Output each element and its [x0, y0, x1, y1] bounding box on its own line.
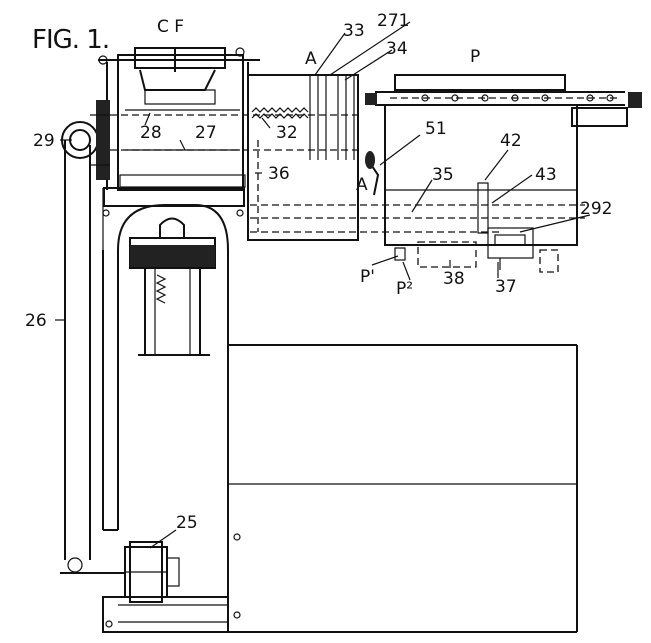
label-26: 26: [25, 311, 47, 331]
label-51: 51: [425, 119, 447, 139]
belt-26: [64, 140, 91, 560]
leader-lines: [55, 21, 591, 549]
label-42: 42: [500, 131, 522, 151]
label-34: 34: [386, 39, 408, 59]
label-43: 43: [535, 165, 557, 185]
press-column: [102, 187, 245, 531]
main-frame: [227, 250, 578, 633]
label-292: 292: [580, 199, 612, 219]
label-35: 35: [432, 165, 454, 185]
label-32: 32: [276, 123, 298, 143]
figure-title: FIG. 1.: [32, 25, 109, 55]
label-271: 271: [377, 11, 409, 31]
shafts: [110, 114, 585, 233]
label-a-top: A: [305, 49, 317, 69]
label-28: 28: [140, 123, 162, 143]
section-p: [365, 74, 642, 273]
label-p1: P': [360, 267, 375, 287]
pulley-29: [61, 100, 110, 180]
label-29: 29: [33, 131, 55, 151]
label-27: 27: [195, 123, 217, 143]
label-25: 25: [176, 513, 198, 533]
label-a-mid: A: [356, 175, 368, 195]
label-p2: P²: [396, 279, 413, 299]
motor-25: [60, 541, 180, 603]
base-rail: [102, 596, 229, 633]
section-a: [247, 74, 359, 241]
cf-unit: [98, 47, 260, 191]
label-33: 33: [343, 21, 365, 41]
label-37: 37: [495, 277, 517, 297]
label-cf: C F: [157, 17, 184, 37]
label-36: 36: [268, 164, 290, 184]
label-p-top: P: [470, 47, 480, 67]
label-38: 38: [443, 269, 465, 289]
